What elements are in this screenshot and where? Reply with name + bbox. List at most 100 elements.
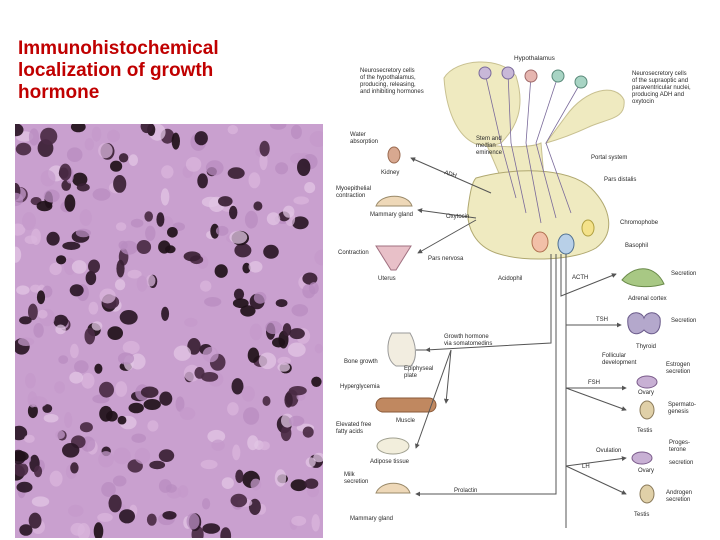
label-basophil: Basophil	[625, 243, 648, 249]
stained-nucleus	[70, 124, 86, 133]
ovary-shape	[636, 375, 658, 389]
title-line: Immunohistochemical	[18, 38, 219, 59]
pale-nucleus	[145, 225, 156, 241]
connector-lines	[410, 157, 627, 528]
pale-nucleus	[15, 192, 24, 207]
label-spermatogenesis-2: genesis	[668, 409, 689, 415]
pale-nucleus	[92, 188, 111, 201]
pale-nucleus	[33, 323, 44, 338]
pale-nucleus	[64, 412, 73, 428]
label-adh: ADH	[443, 170, 457, 179]
pale-nucleus	[248, 172, 261, 189]
stained-nucleus	[297, 158, 311, 176]
stained-nucleus	[116, 259, 125, 278]
pale-nucleus	[211, 439, 225, 451]
label-epiphyseal-2: plate	[404, 373, 418, 379]
label-portal-system: Portal system	[591, 155, 627, 161]
pale-nucleus	[186, 513, 200, 530]
pale-nucleus	[49, 262, 62, 276]
stained-nucleus	[15, 425, 28, 441]
pale-nucleus	[118, 240, 128, 250]
stained-nucleus	[158, 449, 175, 462]
stained-nucleus	[88, 259, 100, 274]
pale-nucleus	[259, 441, 270, 451]
stained-nucleus	[99, 381, 114, 398]
pale-nucleus	[74, 360, 89, 374]
stained-nucleus	[162, 511, 177, 520]
pale-nucleus	[91, 126, 102, 142]
pale-nucleus	[229, 230, 248, 244]
stained-nucleus	[93, 522, 104, 538]
stained-nucleus	[201, 372, 219, 382]
stained-nucleus	[36, 290, 46, 305]
mammary-gland-shape-2	[375, 482, 411, 494]
pale-nucleus	[97, 512, 113, 522]
pale-nucleus	[308, 282, 319, 295]
label-thyroid: Thyroid	[636, 344, 656, 350]
stained-nucleus	[119, 310, 138, 325]
label-mammary-gland: Mammary gland	[370, 212, 413, 218]
mammary-gland-shape	[375, 195, 413, 207]
pale-nucleus	[117, 352, 135, 365]
pale-nucleus	[31, 228, 41, 245]
neurons	[484, 72, 582, 224]
label-acidophil: Acidophil	[498, 276, 522, 282]
label-growth-hormone-2: via somatomedins	[444, 341, 492, 347]
stained-nucleus	[140, 386, 159, 398]
stained-nucleus	[259, 140, 270, 157]
pale-nucleus	[304, 182, 316, 194]
label-hyperglycemia: Hyperglycemia	[340, 384, 380, 390]
pale-nucleus	[309, 131, 323, 147]
pale-nucleus	[204, 297, 222, 307]
pale-nucleus	[202, 498, 211, 510]
stained-nucleus	[110, 160, 123, 172]
stained-nucleus	[140, 124, 153, 134]
pale-nucleus	[63, 258, 76, 275]
pale-nucleus	[15, 223, 26, 236]
pale-nucleus	[287, 342, 306, 357]
pale-nucleus	[200, 459, 218, 470]
label-androgen-1: Androgen	[666, 490, 692, 496]
stained-nucleus	[94, 363, 103, 374]
pale-nucleus	[270, 124, 287, 130]
stained-nucleus	[240, 305, 256, 317]
label-water-absorption-1: Water	[350, 132, 366, 138]
stained-nucleus	[108, 494, 122, 513]
stained-nucleus	[149, 460, 166, 470]
thyroid-shape	[627, 312, 661, 335]
stained-nucleus	[107, 326, 123, 340]
stained-nucleus	[304, 478, 319, 489]
label-progesterone-1: Proges-	[669, 440, 690, 446]
stained-nucleus	[113, 175, 127, 193]
label-neuro-right-4: producing ADH and	[632, 92, 684, 98]
pale-nucleus	[136, 275, 148, 292]
label-epiphyseal-1: Epiphyseal	[404, 366, 433, 372]
label-pars-distalis: Pars distalis	[604, 177, 636, 183]
stained-nucleus	[33, 465, 43, 478]
pale-nucleus	[253, 291, 267, 304]
pale-nucleus	[91, 321, 103, 331]
pale-nucleus	[28, 128, 40, 146]
label-stem-3: eminence	[476, 150, 503, 156]
pale-nucleus	[68, 504, 84, 517]
stained-nucleus	[156, 212, 165, 227]
stained-nucleus	[15, 450, 29, 462]
stained-nucleus	[64, 194, 76, 212]
pale-nucleus	[40, 170, 56, 187]
muscle-shape	[375, 397, 437, 413]
stained-nucleus	[289, 328, 305, 340]
stained-nucleus	[263, 244, 279, 259]
label-neuro-right-1: Neurosecretory cells	[632, 71, 687, 77]
pale-nucleus	[30, 284, 41, 293]
label-testis-2: Testis	[634, 512, 649, 518]
pale-nucleus	[232, 444, 241, 461]
label-bone-growth: Bone growth	[344, 359, 378, 365]
stained-nucleus	[19, 524, 33, 536]
stained-nucleus	[194, 367, 205, 379]
testis-shape	[639, 400, 655, 420]
label-acth: ACTH	[572, 275, 588, 281]
label-tsh: TSH	[596, 317, 608, 323]
pale-nucleus	[221, 477, 234, 489]
stained-nucleus	[158, 240, 171, 254]
label-neuro-right-3: paraventricular nuclei,	[632, 85, 691, 91]
